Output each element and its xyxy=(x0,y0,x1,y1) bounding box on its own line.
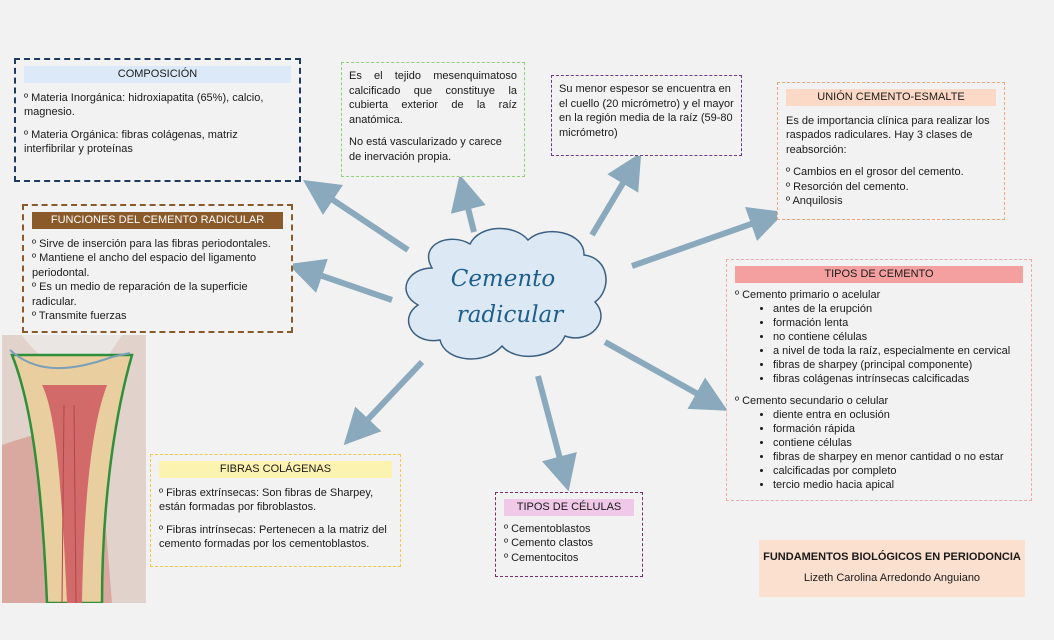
center-title-line1: Cemento xyxy=(451,266,556,292)
list-item: contiene células xyxy=(773,436,1023,450)
list-item: diente entra en oclusión xyxy=(773,408,1023,422)
list-item: antes de la erupción xyxy=(773,302,1023,316)
arrow-to-funciones xyxy=(287,258,393,303)
list-item: calcificadas por completo xyxy=(773,464,1023,478)
funciones-item: º Es un medio de reparación de la superf… xyxy=(32,281,248,293)
arrow-to-composicion xyxy=(303,180,410,253)
list-item: no contiene células xyxy=(773,330,1023,344)
espesor-box: Su menor espesor se encuentra en el cuel… xyxy=(551,75,742,156)
list-item: formación lenta xyxy=(773,316,1023,330)
list-item: fibras de sharpey en menor cantidad o no… xyxy=(773,450,1023,464)
list-item: formación rápida xyxy=(773,422,1023,436)
espesor-text: Su menor espesor se encuentra en el cuel… xyxy=(559,83,734,139)
definicion-box: Es el tejido mesenquimatoso calcificado … xyxy=(341,62,525,177)
union-item: º Cambios en el grosor del cemento. xyxy=(786,166,964,178)
cemento-primario-label: º Cemento primario o acelular xyxy=(735,288,881,301)
list-item: a nivel de toda la raíz, especialmente e… xyxy=(773,344,1023,358)
funciones-item: º Sirve de inserción para las fibras per… xyxy=(32,237,271,250)
funciones-item: radicular. xyxy=(32,295,77,308)
union-item: º Anquilosis xyxy=(786,195,843,207)
fibras-title: FIBRAS COLÁGENAS xyxy=(159,461,392,478)
tooth-illustration xyxy=(2,335,146,603)
cemento-secundario-label: º Cemento secundario o celular xyxy=(735,394,889,407)
composicion-text-1: º Materia Inorgánica: hidroxiapatita (65… xyxy=(24,91,264,119)
list-item: tercio medio hacia apical xyxy=(773,478,1023,492)
definicion-text-2: No está vascularizado y carece de inerva… xyxy=(349,136,502,163)
arrow-to-fibras xyxy=(343,359,425,446)
celulas-box: TIPOS DE CÉLULAS º Cementoblastos º Ceme… xyxy=(495,492,643,577)
center-title-line2: radicular xyxy=(457,302,566,328)
funciones-item: periodontal. xyxy=(32,266,90,279)
course-title: FUNDAMENTOS BIOLÓGICOS EN PERIODONCIA xyxy=(763,551,1021,563)
arrow-to-espesor xyxy=(589,152,642,237)
tipos-cemento-title: TIPOS DE CEMENTO xyxy=(735,266,1023,283)
union-text: Es de importancia clínica para realizar … xyxy=(786,114,990,156)
funciones-item: º Transmite fuerzas xyxy=(32,310,127,322)
author-name: Lizeth Carolina Arredondo Anguiano xyxy=(803,572,981,584)
celulas-item: º Cemento clastos xyxy=(504,537,593,549)
composicion-title: COMPOSICIÓN xyxy=(24,66,291,83)
definicion-text-1: Es el tejido mesenquimatoso calcificado … xyxy=(349,70,517,126)
fibras-text-2: º Fibras intrínsecas: Pertenecen a la ma… xyxy=(159,523,387,551)
funciones-item: º Mantiene el ancho del espacio del liga… xyxy=(32,252,257,264)
list-item: fibras de sharpey (principal componente) xyxy=(773,358,1023,372)
funciones-box: FUNCIONES DEL CEMENTO RADICULAR º Sirve … xyxy=(22,204,293,333)
celulas-item: º Cementocitos xyxy=(504,551,579,564)
list-item: fibras colágenas intrínsecas calcificada… xyxy=(773,372,1023,386)
center-cloud: Cemento radicular xyxy=(405,227,607,360)
celulas-title: TIPOS DE CÉLULAS xyxy=(504,499,634,516)
fibras-text-1: º Fibras extrínsecas: Son fibras de Shar… xyxy=(159,486,374,514)
arrow-to-tejido xyxy=(450,174,486,233)
celulas-item: º Cementoblastos xyxy=(504,522,591,535)
union-title: UNIÓN CEMENTO-ESMALTE xyxy=(786,89,996,106)
arrow-to-union xyxy=(631,207,785,269)
funciones-title: FUNCIONES DEL CEMENTO RADICULAR xyxy=(32,212,283,229)
fibras-box: FIBRAS COLÁGENAS º Fibras extrínsecas: S… xyxy=(150,454,401,567)
arrow-to-tipos-cemento xyxy=(603,339,728,411)
arrow-to-celulas xyxy=(535,375,577,492)
composicion-box: COMPOSICIÓN º Materia Inorgánica: hidrox… xyxy=(14,58,301,182)
tipos-cemento-box: TIPOS DE CEMENTO º Cemento primario o ac… xyxy=(726,259,1032,501)
cemento-primario-list: antes de la erupción formación lenta no … xyxy=(735,302,1023,386)
composicion-text-2: º Materia Orgánica: fibras colágenas, ma… xyxy=(24,128,238,156)
cemento-secundario-list: diente entra en oclusión formación rápid… xyxy=(735,408,1023,492)
union-item: º Resorción del cemento. xyxy=(786,180,909,193)
footer-box: FUNDAMENTOS BIOLÓGICOS EN PERIODONCIA Li… xyxy=(759,540,1025,597)
union-box: UNIÓN CEMENTO-ESMALTE Es de importancia … xyxy=(777,82,1005,220)
